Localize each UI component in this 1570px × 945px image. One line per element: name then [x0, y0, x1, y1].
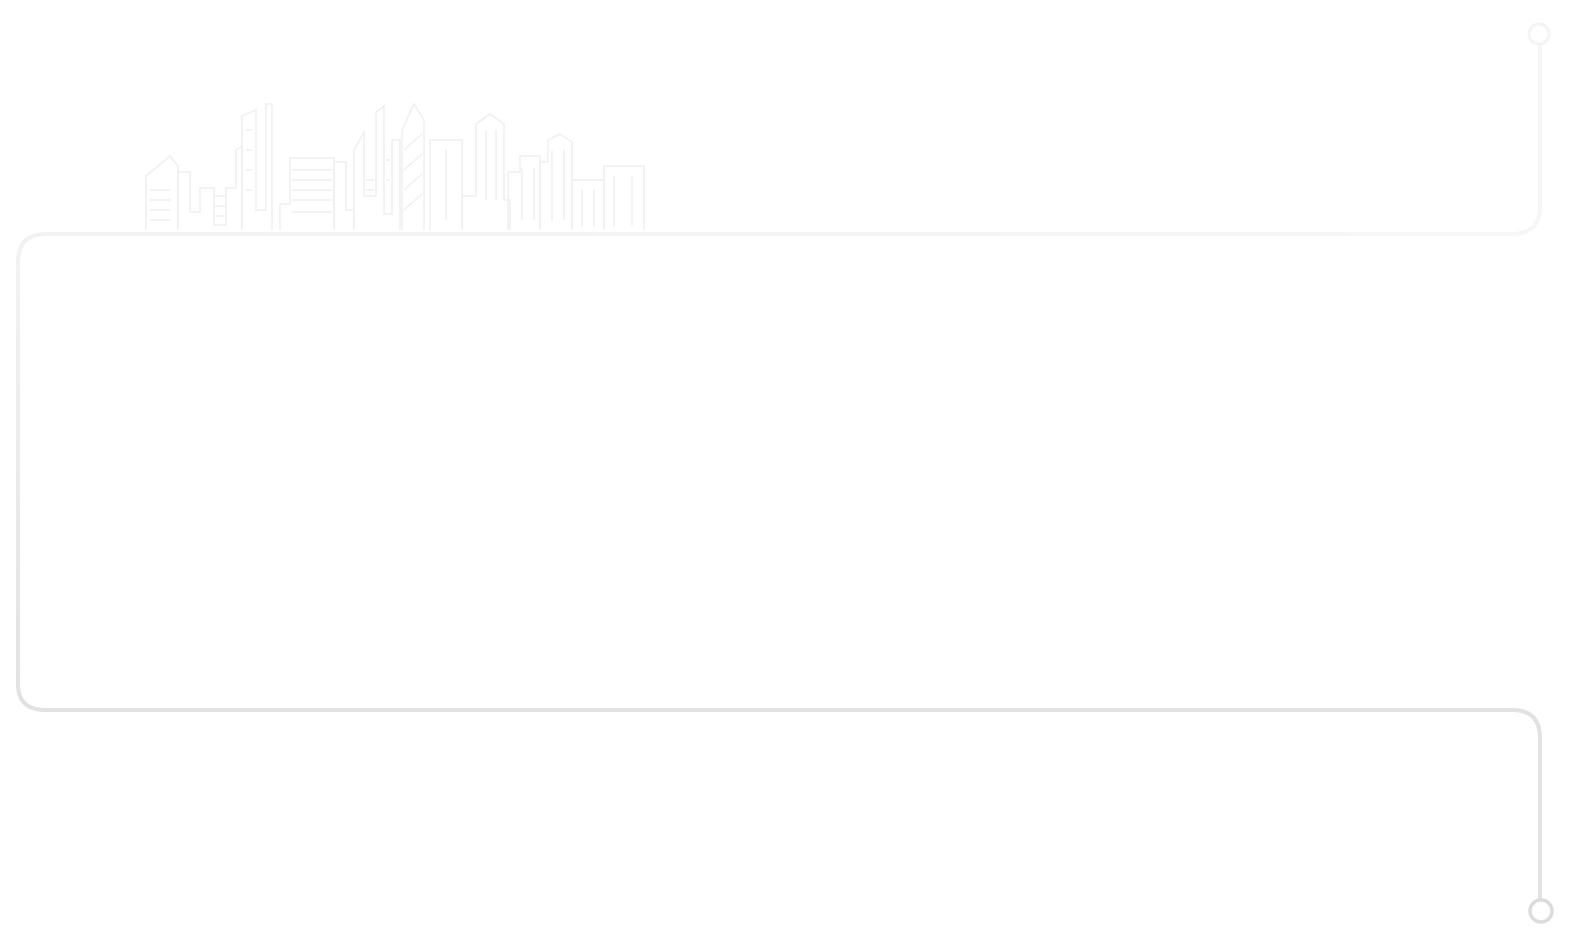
city-skyline-icon [145, 102, 645, 230]
timeline-path [16, 42, 1542, 900]
end-node-icon [1528, 898, 1554, 924]
start-node-icon [1527, 22, 1551, 46]
